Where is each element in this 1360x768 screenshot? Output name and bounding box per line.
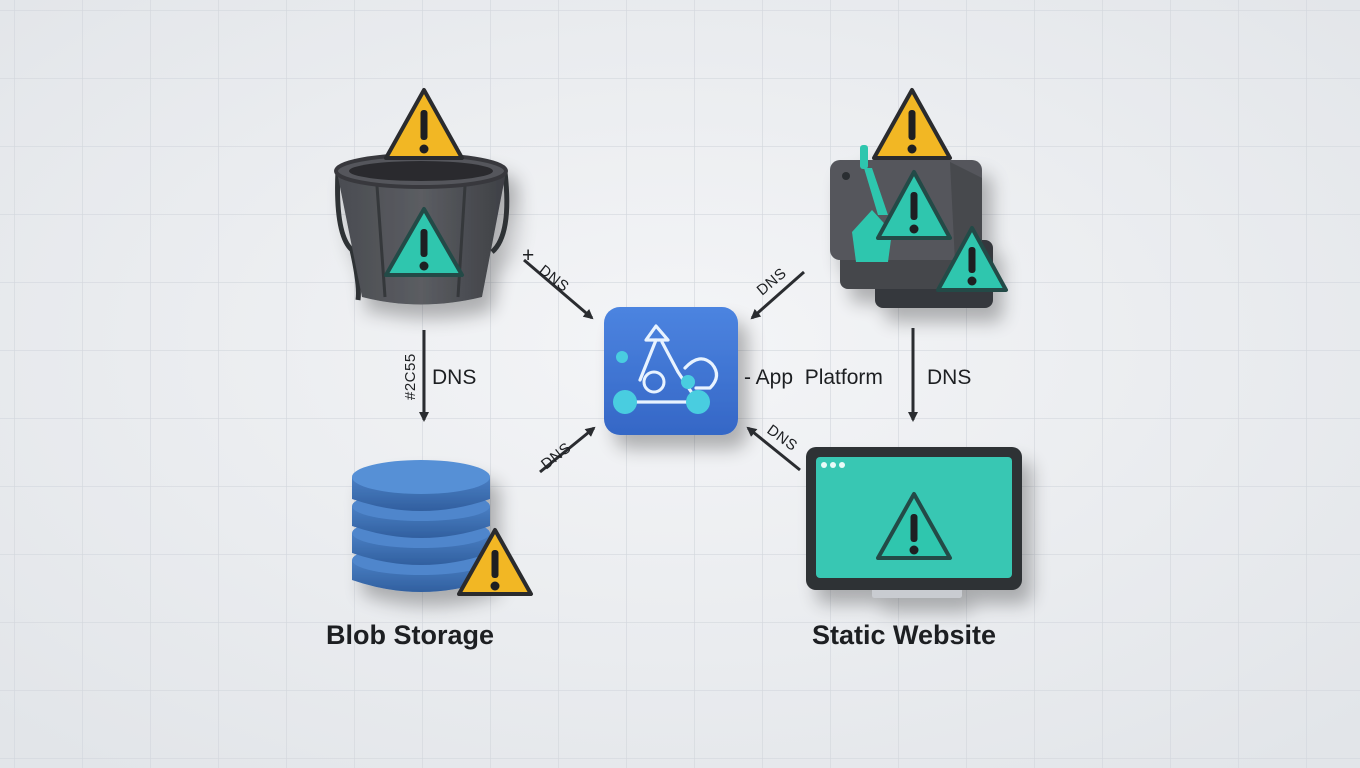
app-platform-label: - App Platform [744,366,883,389]
app-platform-icon [604,307,738,435]
database-icon [352,460,490,592]
static-website-label: Static Website [812,620,996,650]
warning-icon [876,170,952,240]
warning-icon [457,528,533,596]
warning-icon [876,492,952,560]
warning-icon [384,207,464,277]
arrow-bucket-to-app [523,258,594,320]
warning-icon [936,226,1008,292]
warning-icon [384,88,464,160]
dns-label-bucket-db: DNS [432,366,476,389]
bucket-icon [334,153,510,305]
arrow-db-to-app [539,426,596,474]
arrow-monitor-to-app [746,426,801,472]
blob-storage-label: Blob Storage [326,620,494,650]
dns-label-server-monitor: DNS [927,366,971,389]
hex-tag-label: #2C55 [402,353,419,400]
arrow-server-to-app [750,270,805,320]
warning-icon [872,88,952,160]
plus-label: + [522,244,534,267]
